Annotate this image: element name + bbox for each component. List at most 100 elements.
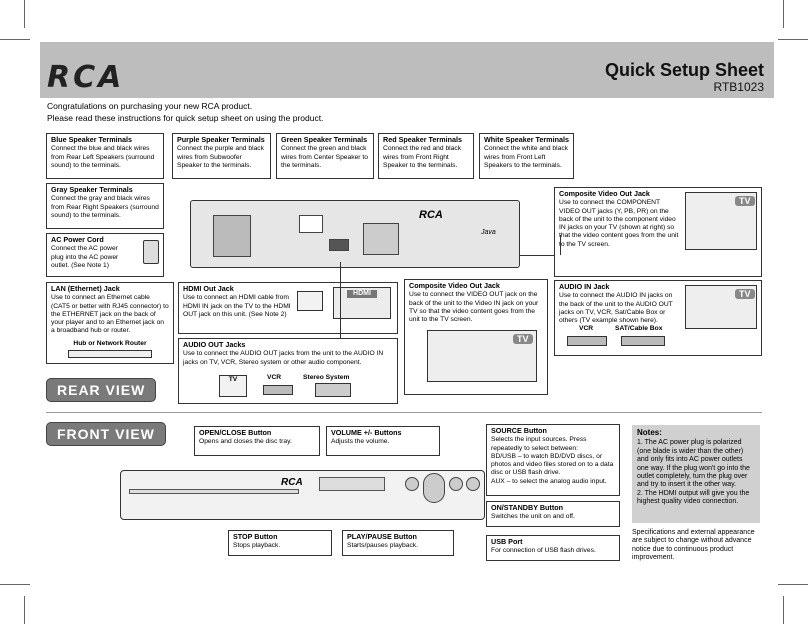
crop-mark [783, 596, 784, 624]
callout-ac-power: AC Power Cord Connect the AC power plug … [46, 233, 164, 277]
callout-text: Connect the AC power plug into the AC po… [51, 245, 119, 269]
callout-title: LAN (Ethernet) Jack [51, 284, 120, 293]
leader-line [340, 262, 341, 338]
callout-title: STOP Button [233, 532, 278, 541]
crop-mark [783, 0, 784, 28]
disc-tray [129, 489, 299, 494]
callout-title: Composite Video Out Jack [559, 189, 650, 198]
callout-text: Use to connect the VIDEO OUT jack on the… [409, 291, 539, 324]
callout-title: Red Speaker Terminals [383, 135, 462, 144]
callout-title: ON/STANDBY Button [491, 503, 564, 512]
stereo-icon [315, 383, 351, 397]
callout-text: Connect the white and black wires from F… [484, 145, 569, 169]
notes-box: Notes: 1. The AC power plug is polarized… [632, 425, 760, 523]
front-view-label: FRONT VIEW [46, 422, 166, 446]
intro-line-1: Congratulations on purchasing your new R… [47, 101, 253, 111]
hdmi-port-icon: HDMI [333, 287, 391, 319]
callout-title: Blue Speaker Terminals [51, 135, 132, 144]
vcr-label: VCR [579, 325, 594, 332]
callout-hdmi-out: HDMI Out Jack Use to connect an HDMI cab… [178, 282, 398, 334]
panel-brand: RCA [419, 209, 443, 221]
vcr-icon [567, 336, 607, 346]
java-logo: Java [481, 229, 496, 236]
callout-white-speaker: White Speaker Terminals Connect the whit… [479, 133, 574, 179]
panel-brand: RCA [281, 477, 303, 488]
callout-title: Composite Video Out Jack [409, 281, 500, 290]
callout-title: SOURCE Button [491, 426, 547, 435]
stop-button [405, 477, 419, 491]
volume-rocker [423, 473, 445, 503]
callout-usb: USB Port For connection of USB flash dri… [486, 535, 620, 561]
crop-mark [0, 39, 30, 40]
source-button [449, 477, 463, 491]
intro-line-2: Please read these instructions for quick… [47, 113, 324, 123]
callout-text: For connection of USB flash drives. [491, 547, 596, 555]
callout-text: Connect the blue and black wires from Re… [51, 145, 155, 169]
callout-text: Connect the green and black wires from C… [281, 145, 368, 169]
section-divider [46, 412, 762, 413]
speaker-terminal-block [213, 215, 251, 257]
callout-text: Use to connect the AUDIO IN jacks on the… [559, 292, 673, 325]
note-item: 1. The AC power plug is polarized (one b… [637, 439, 750, 489]
header-bar [40, 42, 774, 98]
callout-audio-in: AUDIO IN Jack Use to connect the AUDIO I… [554, 280, 762, 356]
leader-line [560, 235, 561, 255]
rear-view-label: REAR VIEW [46, 378, 157, 402]
callout-red-speaker: Red Speaker Terminals Connect the red an… [378, 133, 474, 179]
front-panel-illustration: RCA [120, 470, 485, 520]
callout-title: AC Power Cord [51, 235, 104, 244]
callout-blue-speaker: Blue Speaker Terminals Connect the blue … [46, 133, 164, 179]
callout-title: AUDIO OUT Jacks [183, 340, 246, 349]
power-button [466, 477, 480, 491]
hdmi-jack [329, 239, 349, 251]
power-outlet-icon [143, 240, 159, 264]
callout-green-speaker: Green Speaker Terminals Connect the gree… [276, 133, 374, 179]
callout-text: Use to connect an Ethernet cable (CAT5 o… [51, 294, 169, 335]
callout-gray-speaker: Gray Speaker Terminals Connect the gray … [46, 183, 164, 229]
sat-box-icon [621, 336, 665, 346]
callout-text: Use to connect the COMPONENT VIDEO OUT j… [559, 199, 679, 248]
callout-component-video: Composite Video Out Jack Use to connect … [554, 187, 762, 277]
hdmi-badge: HDMI [347, 290, 377, 299]
callout-title: HDMI Out Jack [183, 284, 234, 293]
callout-text: Use to connect the AUDIO OUT jacks from … [183, 350, 384, 366]
callout-title: White Speaker Terminals [484, 135, 569, 144]
callout-text: Opens and closes the disc tray. [199, 438, 292, 446]
ethernet-jack [299, 215, 323, 233]
tv-badge: TV [513, 334, 533, 345]
display-window [319, 477, 385, 491]
callout-open-close: OPEN/CLOSE Button Opens and closes the d… [194, 426, 320, 456]
callout-title: Purple Speaker Terminals [177, 135, 265, 144]
vcr-icon [263, 385, 293, 395]
sat-label: SAT/Cable Box [615, 325, 663, 332]
callout-text: Stops playback. [233, 542, 281, 550]
tv-badge: TV [735, 196, 755, 207]
notes-title: Notes: [637, 428, 662, 437]
callout-standby: ON/STANDBY Button Switches the unit on a… [486, 501, 620, 527]
callout-title: USB Port [491, 537, 523, 546]
model-number: RTB1023 [713, 80, 764, 94]
tv-icon [297, 291, 323, 311]
hub-label: Hub or Network Router [73, 339, 147, 347]
crop-mark [778, 584, 808, 585]
callout-text: Connect the purple and black wires from … [177, 145, 264, 169]
router-icon [68, 350, 152, 359]
callout-title: AUDIO IN Jack [559, 282, 610, 291]
callout-volume: VOLUME +/- Buttons Adjusts the volume. [326, 426, 440, 456]
source-option: AUX – to select the analog audio input. [491, 477, 607, 485]
callout-composite-video: Composite Video Out Jack Use to connect … [404, 279, 548, 395]
intro-text: Congratulations on purchasing your new R… [47, 100, 323, 124]
callout-text: Selects the input sources. Press repeate… [491, 436, 587, 452]
crop-mark [24, 0, 25, 28]
tv-back-illustration [685, 192, 757, 250]
callout-title: Green Speaker Terminals [281, 135, 368, 144]
crop-mark [24, 596, 25, 624]
callout-audio-out: AUDIO OUT Jacks Use to connect the AUDIO… [178, 338, 398, 404]
callout-purple-speaker: Purple Speaker Terminals Connect the pur… [172, 133, 271, 179]
callout-stop: STOP Button Stops playback. [228, 530, 332, 556]
callout-title: PLAY/PAUSE Button [347, 532, 417, 541]
crop-mark [0, 584, 30, 585]
stereo-label: Stereo System [303, 374, 350, 381]
callout-lan-jack: LAN (Ethernet) Jack Use to connect an Et… [46, 282, 174, 364]
crop-mark [778, 39, 808, 40]
